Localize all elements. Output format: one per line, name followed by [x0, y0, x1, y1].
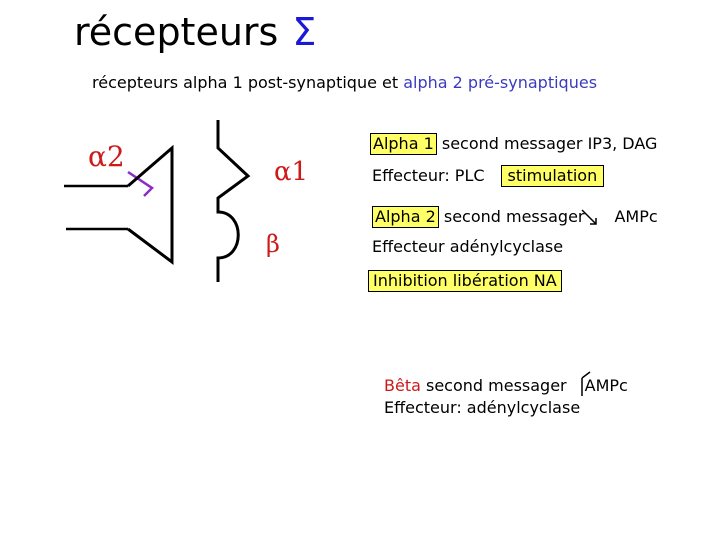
postsynaptic-membrane	[216, 120, 251, 282]
page-title: récepteurs Σ	[74, 8, 316, 56]
plc-text: Effecteur: PLC	[372, 166, 485, 185]
presynaptic-terminal	[127, 144, 174, 265]
subtitle: récepteurs alpha 1 post-synaptique et al…	[92, 72, 597, 94]
beta-line: Bêta second messager AMPc	[384, 375, 628, 397]
alpha2-line: Alpha 2 second messager AMPc	[372, 206, 658, 228]
alpha1-text: second messager IP3, DAG	[436, 134, 658, 153]
alpha2-label-box: Alpha 2	[372, 206, 439, 228]
stimulation-box: stimulation	[500, 165, 605, 187]
adenylcyclase-line-2: Effecteur: adénylcyclase	[384, 398, 581, 417]
alpha1-label-box: Alpha 1	[370, 133, 437, 155]
increase-arrowhead	[581, 371, 591, 379]
alpha2-text: second messager	[438, 207, 585, 226]
subtitle-part1: récepteurs alpha 1 post-synaptique et	[92, 73, 404, 92]
inhibition-line: Inhibition libération NA	[368, 270, 562, 292]
alpha1-line: Alpha 1 second messager IP3, DAG	[370, 133, 657, 155]
alpha2-ampc: AMPc	[614, 207, 658, 226]
inhibition-box: Inhibition libération NA	[368, 270, 562, 292]
title-text: récepteurs	[74, 10, 279, 54]
plc-line: Effecteur: PLC stimulation	[372, 165, 605, 187]
subtitle-part2: alpha 2 pré-synaptiques	[403, 73, 598, 92]
alpha2-diagram-label: α2	[88, 140, 125, 173]
decrease-arrowhead	[590, 218, 597, 225]
beta-label: Bêta	[384, 376, 421, 395]
decrease-arrow	[581, 209, 597, 225]
beta-text: second messager	[420, 376, 567, 395]
beta-ampc: AMPc	[584, 376, 628, 395]
adenylcyclase-line-1: Effecteur adénylcyclase	[372, 237, 564, 256]
sigma-symbol: Σ	[292, 10, 317, 54]
alpha1-diagram-label: α1	[274, 157, 308, 187]
beta-diagram-label: β	[266, 230, 280, 258]
